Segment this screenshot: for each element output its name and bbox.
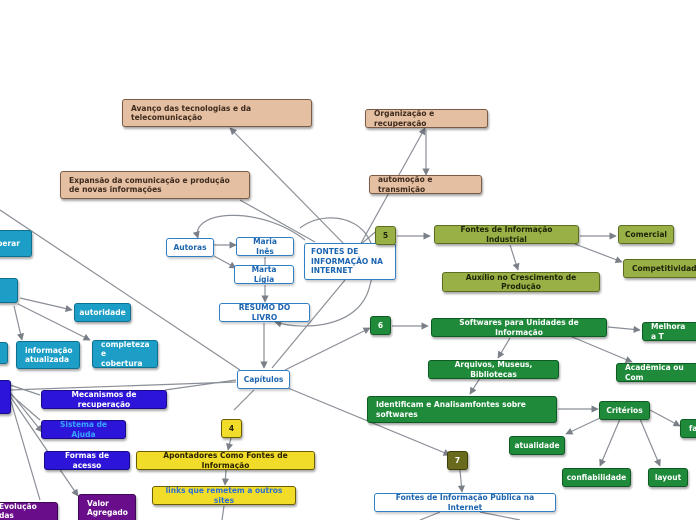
node-mecanismos-recuperacao[interactable]: Mecanismos de recuperação bbox=[41, 390, 167, 409]
node-capitulos[interactable]: Capítulos bbox=[237, 370, 290, 389]
node-auxilio-crescimento[interactable]: Auxílio no Crescimento de Produção bbox=[442, 272, 600, 292]
node-label: Sistema de Ajuda bbox=[59, 420, 108, 439]
node-evolucao-homepages[interactable]: Evolução das homepages bbox=[0, 502, 58, 520]
badge-label: 4 bbox=[228, 423, 235, 433]
node-label: Expansão da comunicação e produção de no… bbox=[69, 175, 230, 194]
node-label: Evolução das homepages bbox=[0, 502, 37, 520]
node-label: Auxílio no Crescimento de Produção bbox=[465, 272, 577, 291]
node-label: Maria Inês bbox=[253, 237, 277, 256]
node-label: Formas de acesso bbox=[64, 451, 110, 470]
node-label: links que remetem a outros sites bbox=[165, 486, 283, 505]
node-fa[interactable]: fa bbox=[680, 419, 696, 438]
node-identificam-softwares[interactable]: Identificam e Analisamfontes sobre softw… bbox=[367, 396, 557, 423]
node-layout[interactable]: layout bbox=[648, 468, 688, 487]
badge-5[interactable]: 5 bbox=[375, 226, 396, 245]
node-label: Valor Agregado bbox=[87, 498, 128, 517]
node-left-edge-blue[interactable] bbox=[0, 380, 11, 414]
node-competitividade[interactable]: Competitividade bbox=[623, 259, 696, 278]
node-resumo-livro[interactable]: RESUMO DO LIVRO bbox=[219, 303, 310, 322]
badge-label: 5 bbox=[382, 230, 389, 240]
node-expansao-comunicacao[interactable]: Expansão da comunicação e produção de no… bbox=[60, 171, 250, 199]
node-valor-agregado[interactable]: Valor Agregado bbox=[78, 494, 136, 520]
node-apontadores[interactable]: Apontadores Como Fontes de Informação bbox=[136, 451, 315, 470]
node-label: Melhora a T bbox=[651, 322, 686, 341]
badge-4[interactable]: 4 bbox=[221, 419, 242, 438]
node-label: informação atualizada bbox=[25, 345, 73, 364]
node-organizacao-recuperacao[interactable]: Organização e recuperação bbox=[365, 109, 488, 128]
node-label: Acadêmica ou Com bbox=[625, 363, 684, 382]
node-label: layout bbox=[654, 472, 682, 482]
node-atualidade[interactable]: atualidade bbox=[509, 436, 565, 455]
node-label: perar bbox=[0, 238, 20, 248]
node-label: Mecanismos de recuperação bbox=[71, 390, 137, 409]
node-left-edge-teal-small[interactable] bbox=[0, 342, 8, 364]
node-label: Fontes de Informação Industrial bbox=[460, 225, 553, 244]
node-arquivos-museus[interactable]: Arquivos, Museus, Bibliotecas bbox=[428, 360, 559, 379]
node-label: Identificam e Analisamfontes sobre softw… bbox=[376, 400, 526, 419]
node-formas-acesso[interactable]: Formas de acesso bbox=[44, 451, 130, 470]
badge-7[interactable]: 7 bbox=[447, 451, 468, 470]
node-label: automoção e transmição bbox=[378, 175, 433, 194]
node-label: Apontadores Como Fontes de Informação bbox=[163, 451, 288, 470]
node-label: Arquivos, Museus, Bibliotecas bbox=[454, 360, 533, 379]
node-label: Capítulos bbox=[243, 374, 284, 384]
node-label: Avanço das tecnologias e da telecomunica… bbox=[131, 103, 252, 122]
node-completeza-cobertura[interactable]: completeza e cobertura bbox=[92, 340, 158, 368]
badge-6[interactable]: 6 bbox=[370, 316, 391, 335]
node-softwares-unidades[interactable]: Softwares para Unidades de Informação bbox=[431, 318, 607, 337]
node-label: fa bbox=[689, 423, 696, 433]
node-melhora[interactable]: Melhora a T bbox=[642, 322, 696, 341]
node-label: Autoras bbox=[173, 242, 207, 252]
node-criterios[interactable]: Critérios bbox=[599, 401, 650, 420]
node-label: Softwares para Unidades de Informação bbox=[459, 318, 579, 337]
node-label: completeza e cobertura bbox=[101, 340, 150, 368]
node-academica[interactable]: Acadêmica ou Com bbox=[616, 363, 696, 382]
central-node[interactable]: FONTES DE INFORMAÇÃO NA INTERNET bbox=[304, 243, 396, 280]
node-confiabilidade[interactable]: confiabilidade bbox=[562, 468, 631, 487]
node-marta-ligia[interactable]: Marta Lígia bbox=[234, 265, 294, 284]
badge-label: 7 bbox=[454, 455, 461, 465]
node-fontes-industrial[interactable]: Fontes de Informação Industrial bbox=[434, 225, 579, 244]
node-autoras[interactable]: Autoras bbox=[166, 238, 214, 257]
node-informacao-atualizada[interactable]: informação atualizada bbox=[16, 341, 80, 369]
node-automacao-transmicao[interactable]: automoção e transmição bbox=[369, 175, 482, 194]
node-recuperar[interactable]: perar bbox=[0, 230, 32, 257]
node-label: confiabilidade bbox=[566, 472, 627, 482]
node-fontes-publica[interactable]: Fontes de Informação Pública na Internet bbox=[374, 493, 556, 512]
node-label: RESUMO DO LIVRO bbox=[238, 303, 291, 322]
node-label: Fontes de Informação Pública na Internet bbox=[395, 493, 535, 512]
node-sistema-ajuda[interactable]: Sistema de Ajuda bbox=[41, 420, 126, 439]
node-label: Comercial bbox=[625, 229, 667, 239]
badge-label: 6 bbox=[377, 320, 384, 330]
node-label: Competitividade bbox=[632, 263, 696, 273]
node-label: Marta Lígia bbox=[251, 265, 277, 284]
node-label: atualidade bbox=[514, 440, 560, 450]
node-avanco-tecnologias[interactable]: Avanço das tecnologias e da telecomunica… bbox=[122, 99, 312, 127]
node-label: Critérios bbox=[606, 405, 643, 415]
node-maria-ines[interactable]: Maria Inês bbox=[236, 237, 294, 256]
node-links-outros-sites[interactable]: links que remetem a outros sites bbox=[152, 486, 296, 505]
node-left-edge-teal[interactable] bbox=[0, 278, 18, 303]
node-label: autoridade bbox=[79, 307, 126, 317]
node-comercial[interactable]: Comercial bbox=[618, 225, 674, 244]
central-label: FONTES DE INFORMAÇÃO NA INTERNET bbox=[311, 247, 383, 276]
node-autoridade[interactable]: autoridade bbox=[74, 303, 131, 322]
node-label: Organização e recuperação bbox=[374, 109, 435, 128]
